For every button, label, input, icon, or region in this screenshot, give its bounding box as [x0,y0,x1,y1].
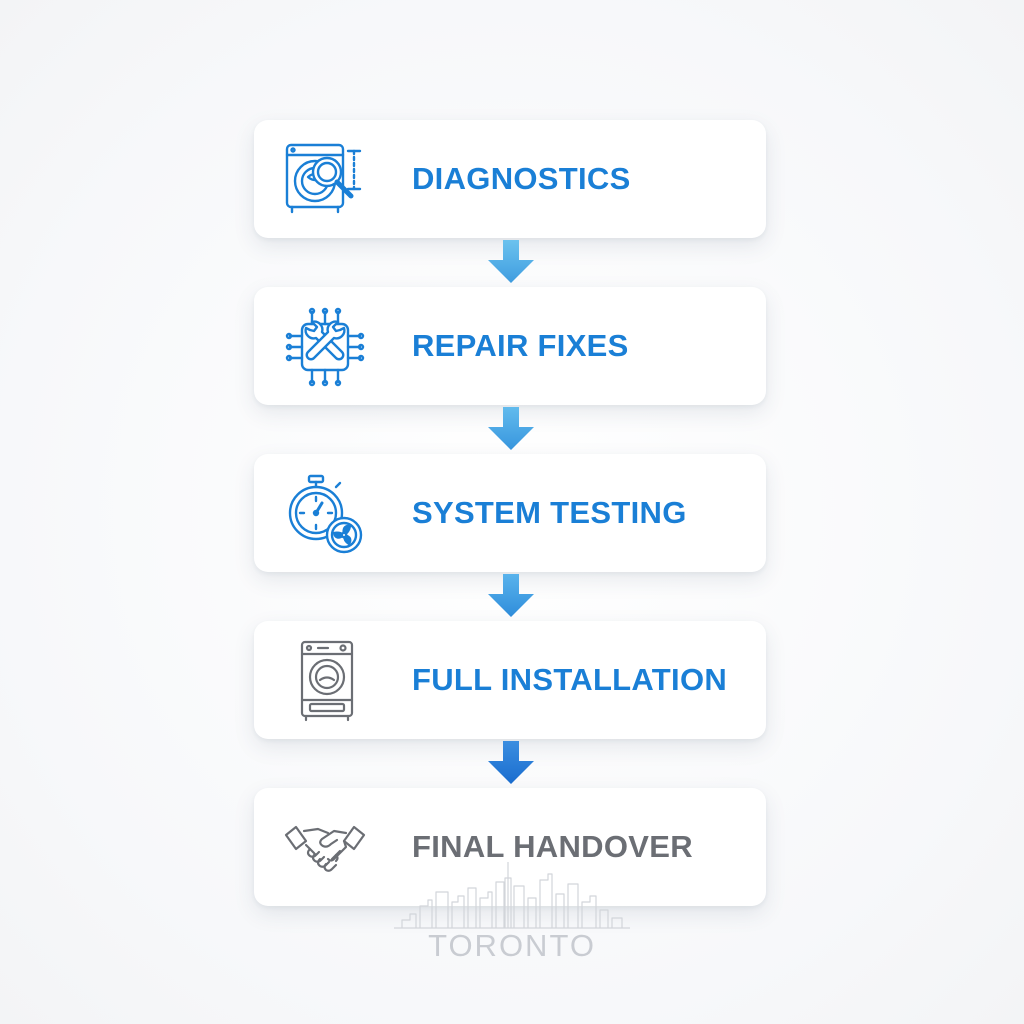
city-skyline-icon [392,858,632,930]
washing-machine-icon [284,640,366,722]
step-system-testing: SYSTEM TESTING [254,454,766,572]
step-label-final-handover: FINAL HANDOVER [412,829,693,864]
handshake-icon [284,807,366,889]
washer-magnifier-icon [284,139,366,221]
step-label-repair-fixes: REPAIR FIXES [412,328,629,363]
city-watermark-label: TORONTO [428,928,596,963]
flow-arrow-2 [486,407,536,451]
step-final-handover: FINAL HANDOVER [254,788,766,906]
flow-arrow-1 [486,240,536,284]
step-repair-fixes: REPAIR FIXES [254,287,766,405]
stopwatch-fan-icon [284,473,366,555]
step-label-diagnostics: DIAGNOSTICS [412,161,631,196]
step-diagnostics: DIAGNOSTICS [254,120,766,238]
flow-arrow-3 [486,574,536,618]
step-full-installation: FULL INSTALLATION [254,621,766,739]
step-label-system-testing: SYSTEM TESTING [412,495,687,530]
step-label-full-installation: FULL INSTALLATION [412,662,728,697]
flow-arrow-4 [486,741,536,785]
wrenches-circuit-icon [284,306,366,388]
